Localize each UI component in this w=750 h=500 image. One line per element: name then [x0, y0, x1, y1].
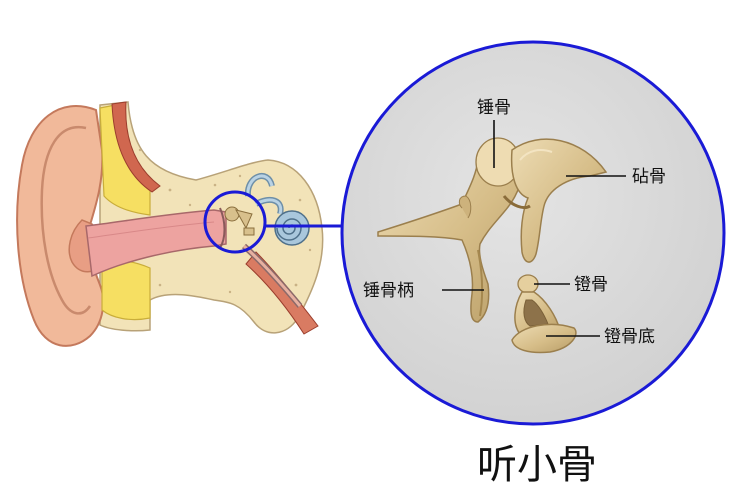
label-malleus: 锤骨 [477, 98, 511, 118]
cochlea [274, 210, 310, 246]
ear-canal-wall [87, 221, 215, 239]
incus-bone [502, 138, 608, 263]
label-stapes: 镫骨 [574, 275, 608, 295]
zoom-source-circle [203, 190, 267, 254]
malleus-bone [377, 137, 523, 323]
magnified-view: 锤骨 砧骨 锤骨柄 镫骨 镫骨底 [340, 40, 726, 426]
zoom-indicator [203, 190, 342, 254]
label-malleus-handle: 锤骨柄 [363, 281, 414, 301]
label-stapes-footplate: 镫骨底 [604, 327, 655, 347]
auricle-fold [40, 125, 92, 315]
ear-canal [85, 209, 227, 278]
middle-ear-ossicles [224, 206, 255, 236]
eardrum [219, 207, 226, 249]
muscle-band-lower [245, 251, 319, 335]
label-incus: 砧骨 [632, 167, 666, 187]
diagram-title: 听小骨 [477, 442, 597, 488]
stapes-bone [511, 274, 577, 354]
muscle-band-upper [111, 101, 161, 193]
ear-cross-section [16, 101, 324, 347]
leader-lines [442, 120, 626, 337]
